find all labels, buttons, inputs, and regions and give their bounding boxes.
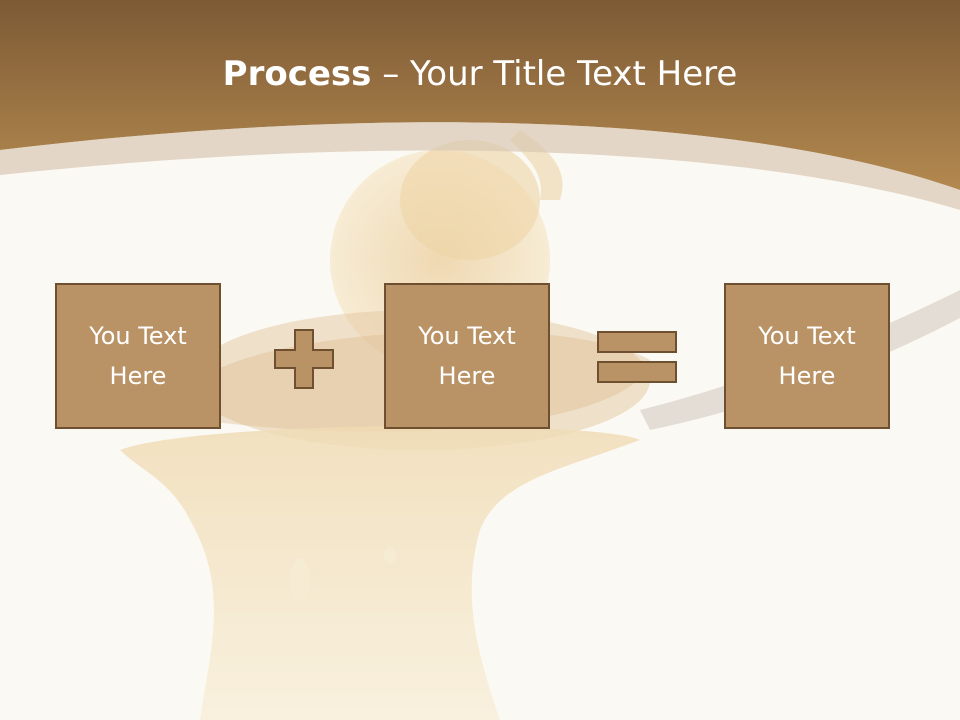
process-box-2[interactable]: You Text Here [384, 283, 550, 429]
plus-icon [274, 329, 334, 389]
title-text: Your Title Text Here [410, 54, 738, 94]
process-box-3[interactable]: You Text Here [724, 283, 890, 429]
slide-title: Process – Your Title Text Here [0, 50, 960, 98]
title-bold: Process [222, 54, 372, 94]
process-box-1-label: You Text Here [89, 322, 187, 390]
equals-icon [597, 331, 677, 383]
process-box-2-label: You Text Here [418, 322, 516, 390]
process-box-1[interactable]: You Text Here [55, 283, 221, 429]
process-box-3-label: You Text Here [758, 322, 856, 390]
title-separator: – [371, 54, 411, 94]
